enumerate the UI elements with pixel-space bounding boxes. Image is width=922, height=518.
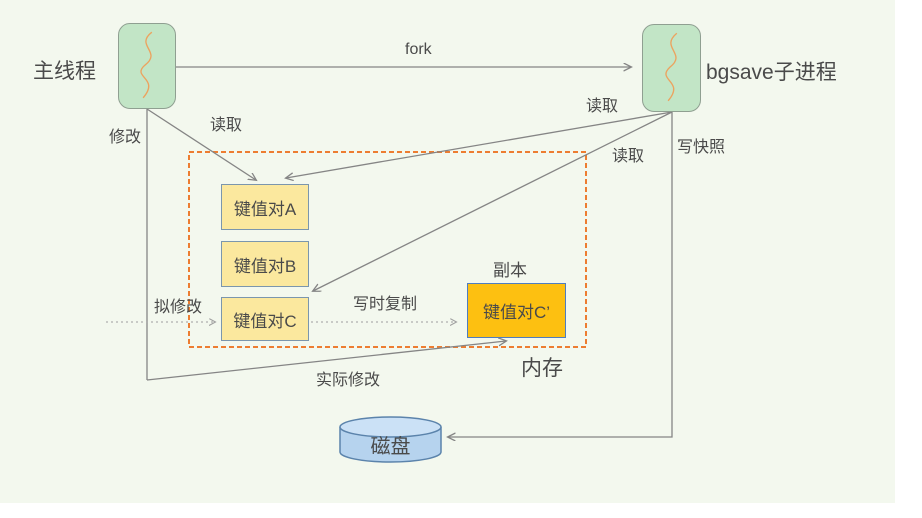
main-thread-title: 主线程 <box>33 60 96 83</box>
kv-a-node: 键值对A <box>221 184 309 230</box>
kv-b-label: 键值对B <box>233 256 297 276</box>
thread-squiggle-icon <box>665 32 678 102</box>
memory-region-caption: 内存 <box>521 357 563 380</box>
modify-label: 修改 <box>109 129 142 146</box>
bgsave-process-node <box>642 24 701 112</box>
main-thread-node <box>118 23 176 109</box>
copy-on-write-label: 写时复制 <box>353 296 418 313</box>
replica-caption: 副本 <box>493 261 527 280</box>
kv-c-node: 键值对C <box>221 297 309 341</box>
read-label-main: 读取 <box>210 117 243 134</box>
disk-label: 磁盘 <box>370 436 411 458</box>
kv-a-label: 键值对A <box>233 199 297 219</box>
intend-modify-label: 拟修改 <box>154 299 203 316</box>
actual-modify-label: 实际修改 <box>316 372 381 389</box>
kv-b-node: 键值对B <box>221 241 309 287</box>
read-label-bgsave-top: 读取 <box>586 98 619 115</box>
fork-label: fork <box>405 41 432 58</box>
bgsave-process-title: bgsave子进程 <box>706 61 837 84</box>
read-label-bgsave-mid: 读取 <box>612 148 645 165</box>
write-snapshot-label: 写快照 <box>677 139 726 156</box>
kv-c-label: 键值对C <box>233 311 297 331</box>
kv-c-copy-node: 键值对C’ <box>467 283 566 338</box>
kv-c-copy-label: 键值对C’ <box>482 303 551 322</box>
thread-squiggle-icon <box>140 31 153 99</box>
